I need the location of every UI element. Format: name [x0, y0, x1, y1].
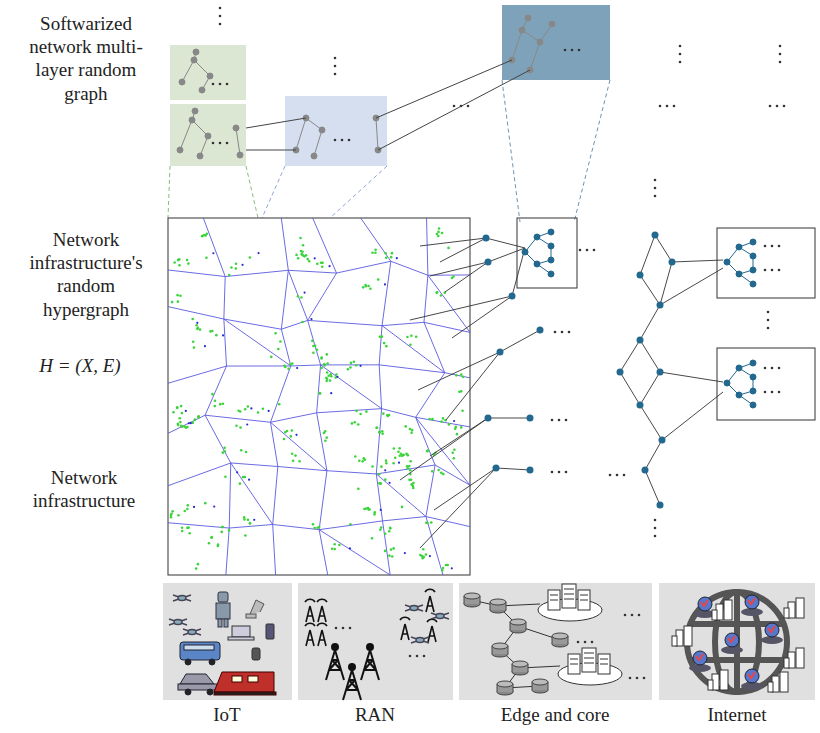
- column-label: Internet: [662, 703, 812, 726]
- column-label: Edge and core: [465, 703, 645, 726]
- row-label: Softwarized network multi-layer random g…: [18, 12, 154, 105]
- row-label: Network infrastructure's random hypergra…: [18, 228, 154, 321]
- row-label: Network infrastructure: [16, 466, 152, 512]
- column-label: RAN: [305, 703, 445, 726]
- formula-label: H = (X, E): [12, 354, 148, 377]
- column-label: IoT: [167, 703, 287, 726]
